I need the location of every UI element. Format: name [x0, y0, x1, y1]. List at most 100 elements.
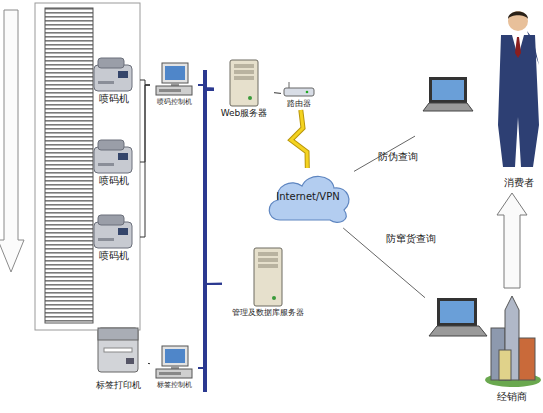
server-part	[258, 258, 278, 262]
consumer-node: 消费者	[415, 5, 543, 193]
connector	[140, 85, 150, 237]
node-label: 路由器	[281, 99, 317, 108]
connector	[205, 90, 222, 284]
node-label: 标签控制机	[150, 381, 198, 389]
edge-label: 防窜货查询	[386, 232, 436, 246]
connector-line	[198, 85, 214, 89]
connector-line	[140, 85, 150, 237]
inkjet-part	[94, 147, 132, 173]
router-part	[284, 88, 314, 96]
pc-icon	[150, 62, 198, 98]
inkjet-part	[98, 238, 114, 241]
consumer-part	[512, 35, 524, 57]
node-label: 标签打印机	[88, 380, 148, 390]
edge-label: 防伪查询	[378, 150, 418, 164]
inkjet-part	[98, 163, 114, 166]
dealer-part	[440, 301, 474, 323]
dealer-part	[437, 298, 477, 326]
pc-part	[159, 372, 181, 375]
conveyor-belt	[45, 8, 93, 323]
connector	[148, 363, 150, 364]
connector	[291, 110, 307, 168]
flow-direction-arrow	[0, 10, 24, 272]
dealer-node: 经销商	[425, 288, 543, 408]
connector	[198, 284, 222, 368]
inkjet-part	[94, 222, 132, 248]
server-part	[258, 264, 278, 268]
dealer-part	[499, 350, 511, 380]
pc-part	[165, 66, 185, 80]
connector	[198, 85, 214, 89]
inkjet-part	[118, 228, 128, 235]
control-computer: 喷码控制机	[150, 62, 198, 108]
pc-part	[156, 86, 192, 95]
consumer-part	[527, 31, 539, 65]
node-label: 消费者	[495, 177, 543, 189]
router-part	[289, 82, 290, 88]
dealer-part	[519, 338, 535, 380]
label-printer: 标签打印机	[88, 322, 148, 394]
pc-part	[159, 89, 181, 92]
server-part	[234, 64, 254, 68]
connector	[274, 92, 281, 94]
router-icon	[281, 80, 317, 99]
node-label: 经销商	[481, 391, 543, 403]
consumer-part	[508, 12, 528, 20]
server-part	[258, 252, 278, 256]
router: 路由器	[281, 80, 317, 110]
node-label: 喷码机	[88, 250, 140, 262]
server-icon	[214, 58, 274, 108]
pc-icon	[150, 345, 198, 381]
node-label: Internet/VPN	[262, 191, 354, 203]
server-part	[272, 296, 276, 300]
consumer-part	[423, 103, 473, 111]
server-part	[254, 248, 282, 306]
connector-line	[198, 284, 222, 368]
server-part	[234, 70, 254, 74]
web-server: Web服务器	[214, 58, 274, 122]
inkjet-icon	[88, 137, 140, 175]
inkjet-part	[118, 153, 128, 160]
inkjet-icon	[88, 212, 140, 250]
connector-line	[205, 90, 222, 284]
connector-line	[274, 92, 281, 94]
production-line-frame	[35, 3, 140, 330]
connector	[497, 193, 527, 288]
labelprinter-icon	[88, 322, 148, 380]
node-label: 管理及数据库服务器	[222, 308, 314, 317]
consumer-part	[515, 37, 521, 58]
connector-line	[148, 363, 150, 364]
server-part	[248, 96, 252, 100]
inkjet-icon	[88, 55, 140, 93]
labelprinter-part	[104, 348, 132, 352]
inkjet-part	[98, 81, 114, 84]
node-label: 喷码机	[88, 175, 140, 187]
labelprinter-part	[98, 328, 138, 340]
control-computer: 标签控制机	[150, 345, 198, 391]
lightning-outline	[291, 110, 307, 168]
server-part	[230, 60, 258, 106]
block-arrow	[497, 193, 527, 288]
pc-part	[162, 63, 188, 83]
inkjet-part	[94, 65, 132, 91]
connector	[140, 80, 150, 85]
router-part	[306, 91, 309, 94]
inkjet-part	[118, 71, 128, 78]
consumer-part	[429, 77, 467, 103]
inkjet-part	[98, 58, 124, 68]
inkjet-printer: 喷码机	[88, 55, 140, 105]
internet-cloud: Internet/VPN	[262, 168, 354, 228]
pc-part	[162, 346, 188, 366]
inkjet-part	[98, 215, 124, 225]
node-label: Web服务器	[214, 108, 274, 118]
server-part	[234, 76, 254, 80]
labelprinter-part	[126, 358, 134, 364]
labelprinter-part	[98, 328, 138, 372]
dealer-icon	[425, 288, 543, 388]
connector-line	[140, 80, 150, 85]
node-label: 喷码控制机	[150, 98, 198, 106]
lightning-link	[291, 110, 307, 168]
pc-part	[165, 349, 185, 363]
inkjet-printer: 喷码机	[88, 137, 140, 187]
